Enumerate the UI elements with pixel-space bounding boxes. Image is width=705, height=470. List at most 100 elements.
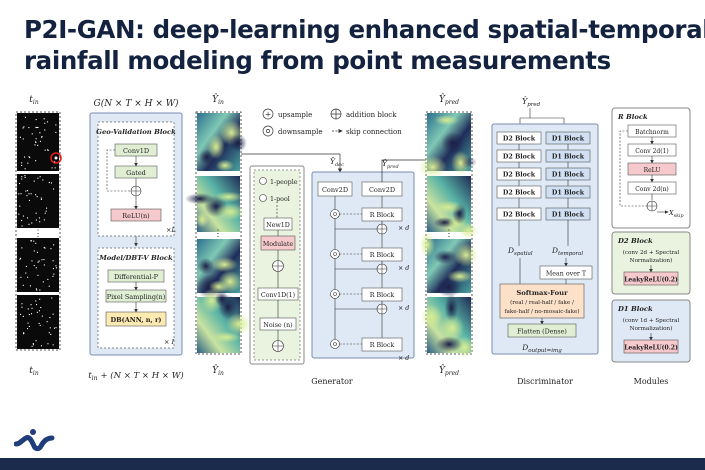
y-pred-disc-label: Ŷpred bbox=[522, 97, 541, 108]
softmax-line1: (real / real-half / fake / bbox=[510, 299, 574, 306]
g-formula: G(N × T × H × W) bbox=[94, 98, 179, 109]
one-people-label: 1-people bbox=[270, 179, 298, 186]
mean-over-t-label: Mean over T bbox=[546, 271, 587, 278]
d2-module-title: D2 Block bbox=[617, 237, 653, 245]
gated-label: Gated bbox=[126, 169, 146, 177]
db-ann-label: DB(ANN, n, r) bbox=[111, 316, 162, 324]
d2-block-label: D2 Block bbox=[503, 212, 536, 219]
architecture-figure: tin ⋮ tin G(N × T × H × W) Geo-Validatio… bbox=[15, 93, 691, 386]
ellipsis: ⋮ bbox=[34, 229, 43, 239]
bottom-formula: tin+ (N × T × H × W) bbox=[88, 370, 184, 382]
conv2d-n-label: Conv 2d(n) bbox=[635, 186, 669, 193]
y-in-maps: Ŷin ⋮ Ŷin bbox=[185, 93, 252, 377]
d2-module-line2: Normalization) bbox=[630, 257, 673, 264]
relu-n-box bbox=[110, 208, 162, 222]
d1-block-label: D1 Block bbox=[552, 212, 585, 219]
leaky-relu-label-b: LeakyReLU(0.2) bbox=[624, 345, 678, 352]
r-block-title: R Block bbox=[617, 113, 648, 121]
svg-text:+: + bbox=[265, 111, 271, 119]
leaky-relu-label-a: LeakyReLU(0.2) bbox=[624, 277, 678, 284]
highlight-circle bbox=[50, 152, 62, 164]
softmax-title: Softmax-Four bbox=[516, 289, 568, 297]
downsample-icon bbox=[330, 339, 340, 349]
d2-block-label: D2 Block bbox=[503, 154, 536, 161]
relu-n-label: ReLU(n) bbox=[122, 212, 150, 220]
d1-block-label: D1 Block bbox=[552, 136, 585, 143]
d-temporal-label: Dtemporal bbox=[551, 246, 583, 257]
conv1d-1-label: Conv1D(1) bbox=[261, 292, 295, 299]
new1d-label: New1D bbox=[266, 222, 290, 229]
upsample-icon bbox=[262, 108, 274, 120]
r-block-label: R Block bbox=[370, 342, 395, 349]
pixel-sampling-label: Pixel Sampling(n) bbox=[107, 293, 166, 301]
point-map-4 bbox=[17, 295, 59, 349]
ellipsis: ⋮ bbox=[214, 229, 223, 239]
conv2d-left-label: Conv2D bbox=[322, 186, 348, 194]
conv2d-right-label: Conv2D bbox=[369, 186, 395, 194]
conv1d-label: Conv1D bbox=[123, 147, 149, 155]
r-block-label: R Block bbox=[370, 212, 395, 219]
times-i: × I bbox=[164, 338, 175, 346]
y-in-top-label: Ŷin bbox=[212, 93, 224, 106]
flatten-box bbox=[507, 323, 577, 338]
slide-title-line-1: P2I-GAN: deep-learning enhanced spatial-… bbox=[24, 15, 705, 44]
legend-downsample: downsample bbox=[278, 128, 322, 136]
d1-module-title: D1 Block bbox=[617, 305, 653, 313]
x-skip-label: Xskip bbox=[668, 209, 684, 219]
db-ann-box bbox=[105, 311, 167, 327]
legend-skip: skip connection bbox=[346, 128, 402, 136]
discriminator-caption: Discriminator bbox=[517, 377, 573, 386]
legend: + upsample addition block downsample ski… bbox=[262, 108, 402, 137]
logo-icon bbox=[14, 429, 55, 452]
d2-module-line1: (conv 2d + Spectral bbox=[623, 249, 680, 256]
y-pred-top-label: Ŷpred bbox=[439, 93, 459, 106]
generator: Ŷdec 1-people 1-pool New1D Modulate Conv… bbox=[241, 153, 426, 386]
d2-block-label: D2 Block bbox=[503, 190, 536, 197]
d1-module-line2: Normalization) bbox=[630, 325, 673, 332]
leaky-relu-box-b bbox=[623, 339, 679, 354]
times-l: ×L bbox=[166, 226, 176, 234]
one-pool-label: 1-pool bbox=[270, 196, 290, 203]
d-output-label: Doutput=img bbox=[521, 343, 562, 354]
downsample-icon bbox=[330, 289, 340, 299]
batchnorm-label: Batchnorm bbox=[635, 129, 669, 136]
y-in-bottom-label: Ŷin bbox=[212, 364, 224, 377]
r-block-label: R Block bbox=[370, 252, 395, 259]
generator-caption: Generator bbox=[311, 377, 353, 386]
footer-bar bbox=[0, 458, 705, 470]
modules: R Block Batchnorm Conv 2d(1) ReLU Conv 2… bbox=[611, 107, 691, 386]
geo-column: G(N × T × H × W) Geo-Validation Block Co… bbox=[88, 98, 184, 382]
point-map-2 bbox=[17, 174, 59, 228]
downsample-icon bbox=[330, 249, 340, 259]
r-block-box bbox=[361, 337, 403, 352]
t-in-bottom-label: tin bbox=[29, 366, 39, 377]
station-point-maps: tin ⋮ tin bbox=[15, 95, 62, 377]
d-spatial-label: Dspatial bbox=[507, 246, 533, 257]
modulate-label: Modulate bbox=[263, 241, 294, 248]
y-pred-label: Ŷpred bbox=[382, 159, 399, 170]
modules-caption: Modules bbox=[634, 377, 669, 386]
differential-label: Differential-P bbox=[114, 273, 159, 281]
times-d: × d bbox=[398, 355, 409, 362]
times-d: × d bbox=[398, 265, 409, 272]
y-pred-bottom-label: Ŷpred bbox=[439, 364, 459, 377]
d1-block-label: D1 Block bbox=[552, 190, 585, 197]
leaky-relu-box-a bbox=[623, 271, 679, 286]
softmax-line2: fake-half / no-mosaic-fake) bbox=[504, 308, 579, 315]
legend-addition: addition block bbox=[346, 111, 397, 119]
times-d: × d bbox=[398, 225, 409, 232]
model-block-title: Model/DBT-V Block bbox=[98, 254, 173, 262]
slide-title: P2I-GAN: deep-learning enhanced spatial-… bbox=[24, 14, 705, 76]
point-map-3 bbox=[17, 238, 59, 292]
y-dec-label: Ŷdec bbox=[330, 157, 344, 168]
r-block-label: R Block bbox=[370, 292, 395, 299]
d2-block-label: D2 Block bbox=[503, 136, 536, 143]
d1-block-label: D1 Block bbox=[552, 172, 585, 179]
conv2d-1-label: Conv 2d(1) bbox=[635, 148, 669, 155]
downsample-icon bbox=[262, 125, 274, 137]
slide-title-line-2: rainfall modeling from point measurement… bbox=[24, 46, 611, 75]
d1-module-line1: (conv 1d + Spectral bbox=[623, 317, 680, 324]
softmax-box bbox=[499, 283, 585, 319]
ellipsis: ⋮ bbox=[445, 229, 454, 239]
